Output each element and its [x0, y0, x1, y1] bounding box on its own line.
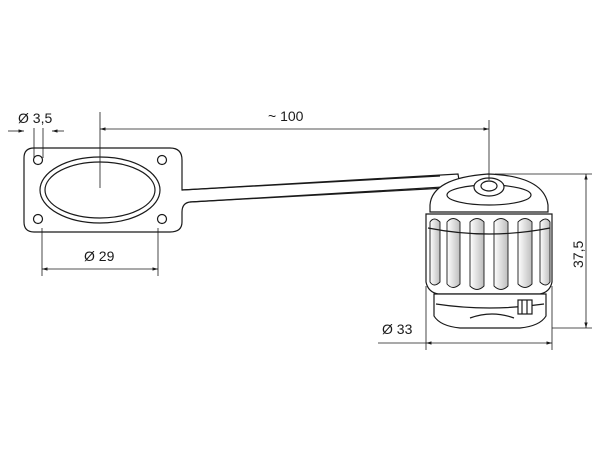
- cap-body-shoulder: [427, 227, 551, 235]
- cap-body: [425, 213, 553, 295]
- strap: [181, 175, 447, 203]
- dimension-cap-height-label: 37,5: [570, 241, 586, 268]
- strap-ring-inner: [480, 180, 498, 192]
- mounting-hole-top-left: [32, 154, 44, 166]
- bayonet-slot: [517, 299, 533, 315]
- cap-sleeve-groove: [469, 313, 515, 319]
- dimension-length-label: ~ 100: [268, 108, 304, 124]
- protective-cap: [425, 173, 553, 329]
- flange-outline: [23, 147, 461, 233]
- dimension-cutout-diameter-label: Ø 29: [84, 248, 115, 264]
- dimension-hole-diameter-label: Ø 3,5: [18, 110, 52, 126]
- mounting-hole-top-right: [156, 154, 168, 166]
- dimension-cap-diameter-label: Ø 33: [382, 321, 413, 337]
- mounting-flange: [23, 147, 461, 233]
- mounting-hole-bottom-left: [32, 213, 44, 225]
- cap-ribs: [429, 218, 551, 290]
- dimension-lines: [8, 112, 592, 350]
- mounting-hole-bottom-right: [156, 213, 168, 225]
